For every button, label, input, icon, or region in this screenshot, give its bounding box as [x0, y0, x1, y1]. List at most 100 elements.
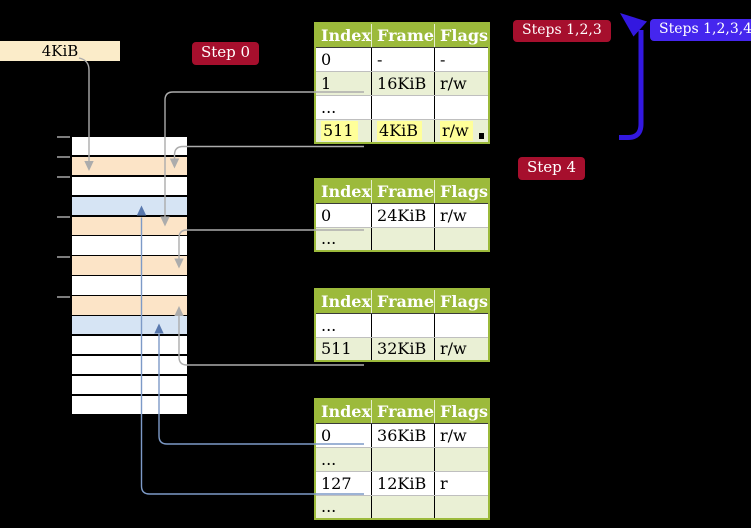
- cell-index: 0: [315, 423, 373, 448]
- cell-flags: [434, 313, 490, 338]
- cell-frame: 32KiB: [371, 337, 436, 361]
- steps-arrowhead-icon: [620, 13, 647, 37]
- step4-badge: Step 4: [518, 157, 586, 180]
- column-header-flags: Flags: [434, 23, 490, 48]
- cell-frame: [371, 313, 436, 338]
- table-header-row: Index Frame Flags: [315, 179, 490, 204]
- step0-badge: Step 0: [192, 42, 260, 65]
- cell-frame: 4KiB: [371, 119, 436, 143]
- cell-index: 127: [315, 471, 373, 496]
- page-table-level4: Index Frame Flags 0 36KiB r/w ... 127 12…: [314, 398, 491, 520]
- cell-flags: r/w: [434, 423, 490, 448]
- memory-row-blue: [72, 196, 187, 216]
- page-table-level1: Index Frame Flags 0 - - 1 16KiB r/w ... …: [314, 22, 491, 144]
- column-header-index: Index: [315, 179, 373, 204]
- cell-frame: [371, 95, 436, 120]
- table-row-highlighted: 511 4KiB r/w: [315, 119, 490, 143]
- cell-frame: [371, 495, 436, 519]
- cell-index: 1: [315, 71, 373, 96]
- steps1234-badge: Steps 1,2,3,4: [650, 19, 751, 41]
- cell-flags: r/w: [434, 337, 490, 361]
- memory-row-white: [72, 176, 187, 196]
- memory-row-white: [72, 355, 187, 375]
- column-header-flags: Flags: [434, 399, 490, 424]
- cell-flags: [434, 447, 490, 472]
- steps-arrow-shaft: [619, 30, 644, 140]
- table-header-row: Index Frame Flags: [315, 399, 490, 424]
- table-row: ...: [315, 447, 490, 472]
- memory-row-white: [72, 395, 187, 414]
- memory-row-peach: [72, 216, 187, 235]
- steps-arrow: [619, 13, 647, 140]
- highlight: r/w: [440, 121, 473, 142]
- column-header-frame: Frame: [371, 289, 436, 314]
- cell-frame: 16KiB: [371, 71, 436, 96]
- memory-row-peach: [72, 156, 187, 176]
- cell-frame: 24KiB: [371, 203, 436, 228]
- table-row: ...: [315, 495, 490, 519]
- steps123-badge: Steps 1,2,3: [513, 20, 611, 42]
- column-header-index: Index: [315, 289, 373, 314]
- cell-index: 0: [315, 47, 373, 72]
- column-header-frame: Frame: [371, 399, 436, 424]
- memory-row-white: [72, 335, 187, 355]
- table-row: 0 36KiB r/w: [315, 423, 490, 448]
- cell-flags: r/w: [434, 71, 490, 96]
- cell-flags: -: [434, 47, 490, 72]
- cell-index: ...: [315, 95, 373, 120]
- memory-tick: [57, 216, 70, 218]
- table-row: ...: [315, 313, 490, 338]
- highlight: 4KiB: [377, 121, 423, 142]
- cell-flags: r/w: [434, 119, 490, 143]
- memory-row-white: [72, 375, 187, 395]
- column-header-flags: Flags: [434, 179, 490, 204]
- table-row: 0 24KiB r/w: [315, 203, 490, 228]
- cell-flags: r/w: [434, 203, 490, 228]
- memory-row-white: [72, 137, 187, 156]
- physical-memory-column: [70, 135, 189, 416]
- cell-flags: r: [434, 471, 490, 496]
- cell-index: 511: [315, 119, 373, 143]
- table-row: 1 16KiB r/w: [315, 71, 490, 96]
- cell-index: 511: [315, 337, 373, 361]
- cell-flags: [434, 495, 490, 519]
- cell-index: 0: [315, 203, 373, 228]
- table-header-row: Index Frame Flags: [315, 289, 490, 314]
- memory-row-white: [72, 236, 187, 255]
- highlight: 511: [321, 121, 358, 142]
- cell-flags: [434, 95, 490, 120]
- page-size-label: 4KiB: [0, 41, 120, 61]
- table-row: 511 32KiB r/w: [315, 337, 490, 361]
- column-header-index: Index: [315, 399, 373, 424]
- table-row: 0 - -: [315, 47, 490, 72]
- cell-frame: 36KiB: [371, 423, 436, 448]
- memory-row-white: [72, 276, 187, 295]
- column-header-flags: Flags: [434, 289, 490, 314]
- cell-index: ...: [315, 227, 373, 251]
- table-row: ...: [315, 227, 490, 251]
- connector-l1-index511-to-4kib: [173, 145, 364, 159]
- cell-frame: [371, 447, 436, 472]
- memory-tick: [57, 256, 70, 258]
- memory-tick: [57, 136, 70, 138]
- memory-tick: [57, 156, 70, 158]
- cell-frame: -: [371, 47, 436, 72]
- cell-frame: 12KiB: [371, 471, 436, 496]
- cell-index: ...: [315, 313, 373, 338]
- column-header-index: Index: [315, 23, 373, 48]
- memory-row-blue: [72, 316, 187, 335]
- page-table-level3: Index Frame Flags ... 511 32KiB r/w: [314, 288, 491, 362]
- column-header-frame: Frame: [371, 179, 436, 204]
- cell-frame: [371, 227, 436, 251]
- memory-tick: [57, 296, 70, 298]
- memory-row-peach: [72, 296, 187, 315]
- cell-flags: [434, 227, 490, 251]
- column-header-frame: Frame: [371, 23, 436, 48]
- memory-row-peach: [72, 256, 187, 275]
- cell-index: ...: [315, 447, 373, 472]
- table-row: ...: [315, 95, 490, 120]
- table-row: 127 12KiB r: [315, 471, 490, 496]
- cell-index: ...: [315, 495, 373, 519]
- table-header-row: Index Frame Flags: [315, 23, 490, 48]
